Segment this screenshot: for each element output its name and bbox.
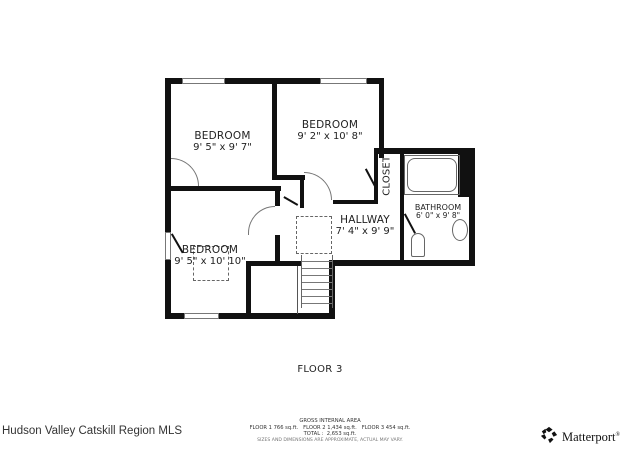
wall xyxy=(300,175,304,208)
door-swing xyxy=(171,158,199,186)
attic-hatch xyxy=(296,216,332,254)
area-heading: GROSS INTERNAL AREA xyxy=(299,418,361,424)
room-closet: CLOSET xyxy=(381,155,393,197)
wall xyxy=(374,148,474,154)
area-floors: FLOOR 1 766 sq.ft. FLOOR 2 1,434 sq.ft. … xyxy=(249,424,411,431)
staircase xyxy=(301,255,333,308)
sink xyxy=(452,219,468,241)
room-name: BEDROOM xyxy=(301,119,359,131)
wall xyxy=(333,200,375,204)
room-dimensions: 6' 0" x 9' 8" xyxy=(415,211,461,221)
door-swing xyxy=(304,172,332,200)
area-disclaimer: SIZES AND DIMENSIONS ARE APPROXIMATE, AC… xyxy=(257,437,403,443)
wall xyxy=(272,78,277,180)
trademark: ® xyxy=(615,431,621,438)
room-name: CLOSET xyxy=(381,155,393,196)
window xyxy=(320,78,367,84)
room-dimensions: 9' 5" x 9' 7" xyxy=(193,142,252,154)
wall xyxy=(469,148,475,266)
matterport-logo-icon xyxy=(540,426,558,448)
toilet xyxy=(411,233,425,257)
room-bedroom-3: BEDROOM 9' 5" x 10' 10" xyxy=(172,244,248,268)
wall xyxy=(246,261,251,317)
attic-hatch xyxy=(193,246,229,281)
wall xyxy=(374,148,378,204)
room-dimensions: 9' 5" x 10' 10" xyxy=(174,256,246,268)
window xyxy=(184,313,219,319)
room-bedroom-2: BEDROOM 9' 2" x 10' 8" xyxy=(290,119,370,143)
door-leaf xyxy=(283,196,299,206)
room-name: BATHROOM xyxy=(414,203,462,212)
room-hallway: HALLWAY 7' 4" x 9' 9" xyxy=(332,214,398,238)
area-total: TOTAL : 2,653 sq.ft. xyxy=(303,431,357,437)
bathtub-basin xyxy=(407,158,457,192)
floor-title: FLOOR 3 xyxy=(297,364,343,375)
door-swing xyxy=(248,206,275,235)
wall xyxy=(275,235,280,265)
wall xyxy=(297,266,298,314)
brand-name: Matterport® xyxy=(562,430,620,445)
wall xyxy=(165,186,281,191)
wall xyxy=(272,175,305,180)
room-bedroom-1: BEDROOM 9' 5" x 9' 7" xyxy=(185,130,260,154)
window xyxy=(182,78,225,84)
brand-name-text: Matterport xyxy=(562,429,616,444)
room-dimensions: 9' 2" x 10' 8" xyxy=(297,131,363,143)
room-dimensions: 7' 4" x 9' 9" xyxy=(335,226,395,238)
room-name: BEDROOM xyxy=(181,244,239,256)
room-name: HALLWAY xyxy=(340,214,390,226)
window xyxy=(165,232,171,260)
gross-internal-area: GROSS INTERNAL AREA FLOOR 1 766 sq.ft. F… xyxy=(220,418,440,444)
mls-watermark: Hudson Valley Catskill Region MLS xyxy=(2,425,183,437)
room-name: BEDROOM xyxy=(194,130,251,142)
wall xyxy=(400,152,404,262)
wall xyxy=(246,261,302,266)
matterport-brand: Matterport® xyxy=(540,426,620,448)
wall xyxy=(165,78,171,319)
room-bathroom: BATHROOM 6' 0" x 9' 8" xyxy=(406,203,470,221)
wall xyxy=(329,260,475,266)
wall xyxy=(379,78,384,158)
wall xyxy=(458,152,470,197)
wall xyxy=(275,186,280,206)
bathtub xyxy=(404,155,460,195)
